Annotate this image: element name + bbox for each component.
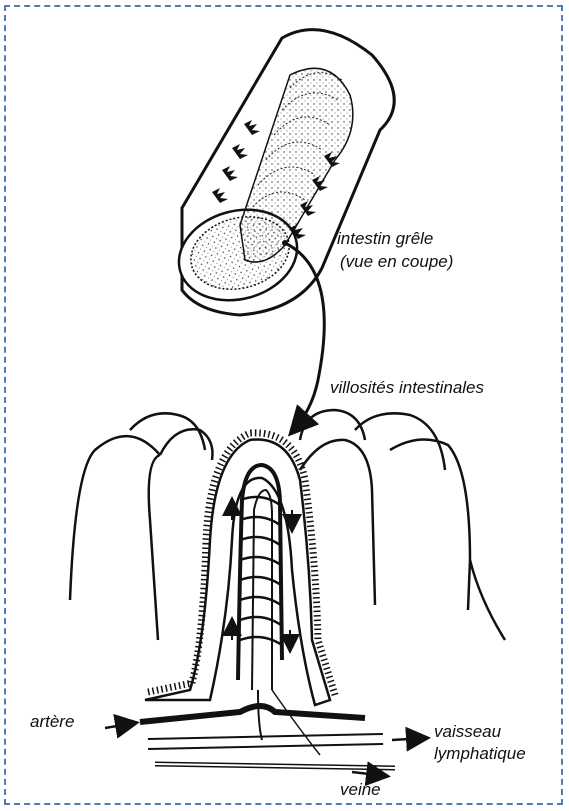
lymph-out-arrow: [392, 738, 426, 740]
label-vaisseau: vaisseau: [434, 722, 501, 742]
villus-background: [300, 410, 365, 440]
villus-background: [149, 455, 160, 640]
artery-in-arrow: [105, 723, 135, 728]
label-villosites: villosités intestinales: [330, 378, 484, 398]
label-vue-en-coupe: (vue en coupe): [340, 252, 453, 272]
vein-out-arrow: [352, 772, 386, 776]
bottom-vessels: [105, 690, 426, 776]
capillary-network: [240, 497, 282, 645]
central-villus: [145, 433, 335, 705]
label-veine: veine: [340, 780, 381, 800]
villus-background: [70, 436, 160, 600]
lymphatic-vessel-inner: [148, 739, 383, 744]
label-artere: artère: [30, 712, 74, 732]
villus-background: [300, 440, 375, 605]
artery: [140, 706, 365, 722]
villus-background: [355, 413, 445, 470]
small-intestine-illustration: [169, 30, 395, 315]
label-lymphatique: lymphatique: [434, 744, 526, 764]
villus-background: [470, 560, 505, 640]
villus-background: [390, 440, 470, 610]
lacteal-junction: [258, 690, 262, 740]
label-intestin-grele: intestin grêle: [337, 229, 433, 249]
